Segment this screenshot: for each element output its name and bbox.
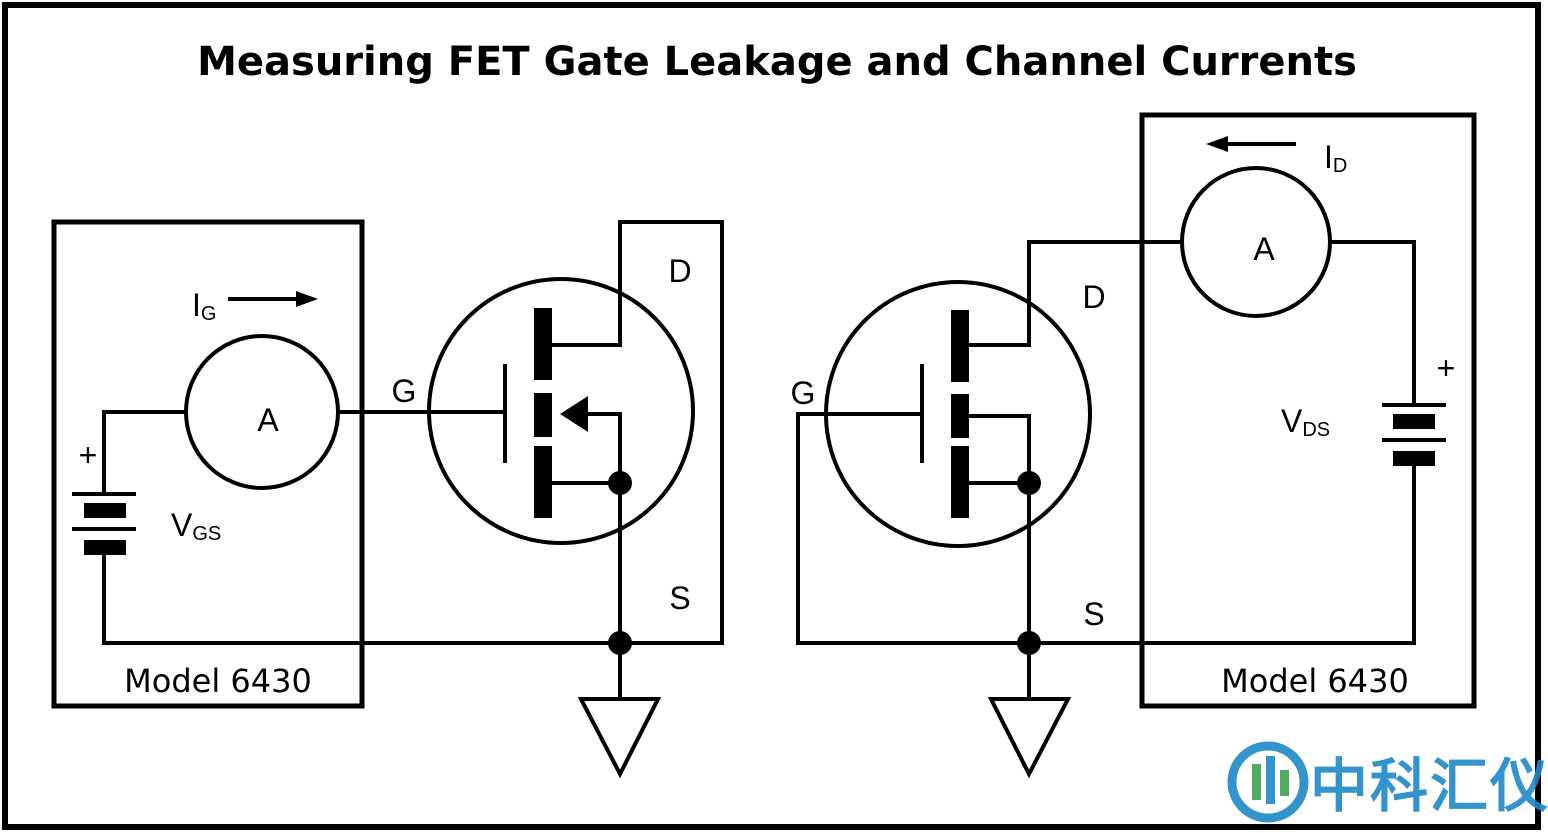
right-model-label: Model 6430 bbox=[1221, 662, 1409, 700]
diagram-title: Measuring FET Gate Leakage and Channel C… bbox=[197, 39, 1357, 85]
right-mosfet-symbol bbox=[824, 242, 1092, 643]
watermark-logo-icon bbox=[1227, 741, 1309, 823]
right-ammeter: A bbox=[1180, 166, 1332, 318]
right-current-arrow bbox=[1206, 136, 1296, 152]
right-voltage-label: VDS bbox=[1281, 403, 1330, 441]
right-ground-icon bbox=[987, 643, 1072, 779]
left-mosfet-symbol bbox=[427, 222, 695, 643]
left-circuit: Model 6430 IG A + VGS bbox=[51, 219, 724, 779]
left-current-label: IG bbox=[192, 287, 216, 325]
left-ammeter-label: A bbox=[257, 402, 279, 438]
left-wire-battery-to-meter bbox=[102, 410, 186, 492]
right-battery bbox=[1382, 403, 1446, 466]
right-circuit: Model 6430 ID A + VDS bbox=[791, 112, 1477, 779]
right-wire-battery-to-source bbox=[796, 412, 1416, 645]
right-instrument-box bbox=[1139, 112, 1477, 709]
left-voltage-label: VGS bbox=[171, 507, 221, 545]
right-wire-meter-to-battery bbox=[1330, 240, 1416, 405]
left-current-arrow bbox=[228, 291, 318, 307]
right-current-label: ID bbox=[1324, 139, 1347, 177]
right-ammeter-label: A bbox=[1253, 231, 1275, 267]
right-drain-label: D bbox=[1082, 279, 1105, 315]
watermark-text: 中科汇仪 bbox=[1310, 752, 1548, 820]
left-source-label: S bbox=[669, 580, 690, 616]
right-source-label: S bbox=[1083, 596, 1104, 632]
left-model-label: Model 6430 bbox=[124, 662, 312, 700]
left-battery bbox=[72, 492, 136, 555]
left-ground-icon bbox=[577, 643, 662, 779]
right-plus-sign: + bbox=[1437, 350, 1456, 386]
left-wire-battery-to-ground bbox=[102, 553, 722, 645]
left-instrument-box bbox=[51, 219, 365, 709]
left-ammeter: A bbox=[184, 334, 340, 490]
watermark: 中科汇仪 bbox=[1227, 741, 1548, 823]
right-gate-label: G bbox=[791, 375, 816, 411]
left-gate-label: G bbox=[392, 373, 417, 409]
left-drain-label: D bbox=[668, 253, 691, 289]
left-plus-sign: + bbox=[79, 437, 98, 473]
